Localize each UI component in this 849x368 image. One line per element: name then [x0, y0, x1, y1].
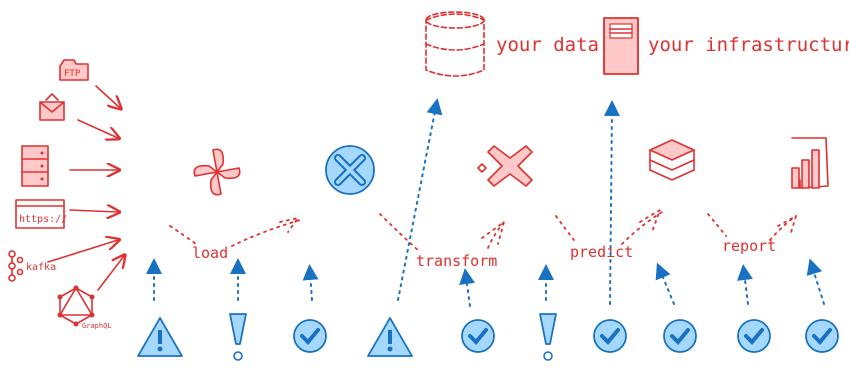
- email-icon: [39, 93, 65, 121]
- your-infrastructure-label: your infrastructure: [648, 34, 849, 56]
- check-badge-icon: [737, 319, 771, 353]
- report-label: report: [722, 237, 776, 255]
- source-arrows: [47, 85, 124, 291]
- predict-label: predict: [570, 243, 633, 261]
- database-icon: [21, 145, 49, 187]
- warning-triangle-icon: [137, 317, 183, 357]
- https-label: https://: [19, 214, 67, 225]
- check-badge-icon: [293, 319, 327, 353]
- kafka-icon: kafka: [8, 250, 56, 282]
- ftp-icon: FTP: [59, 59, 89, 81]
- warning-triangle-icon: [367, 317, 413, 357]
- your-data-label: your data: [496, 34, 599, 56]
- powerbi-icon: [791, 137, 829, 189]
- predict-stage: predict: [555, 207, 663, 261]
- ftp-label: FTP: [64, 69, 81, 79]
- cylinder-icon: [425, 11, 485, 77]
- stack-icon: [649, 139, 695, 181]
- check-badge-icon: [663, 319, 697, 353]
- transform-stage: transform: [379, 213, 506, 270]
- check-badge-icon: [461, 319, 495, 353]
- load-stage: load: [169, 216, 301, 262]
- graphql-icon: GraphQL: [57, 285, 112, 330]
- load-label: load: [192, 244, 228, 262]
- check-badge-icon: [593, 319, 627, 353]
- report-stage: report: [707, 213, 798, 255]
- graphql-label: GraphQL: [82, 322, 112, 330]
- x-circle-icon: [325, 145, 375, 195]
- cross-icon: [477, 145, 533, 187]
- exclamation-icon: [229, 313, 247, 361]
- blue-arrows: [146, 98, 825, 307]
- check-badge-icon: [805, 319, 839, 353]
- browser-icon: https://: [15, 199, 67, 229]
- kafka-label: kafka: [26, 262, 56, 273]
- server-icon: [603, 17, 639, 75]
- airflow-pinwheel-icon: [193, 148, 241, 196]
- exclamation-icon: [539, 313, 557, 361]
- transform-label: transform: [416, 252, 497, 270]
